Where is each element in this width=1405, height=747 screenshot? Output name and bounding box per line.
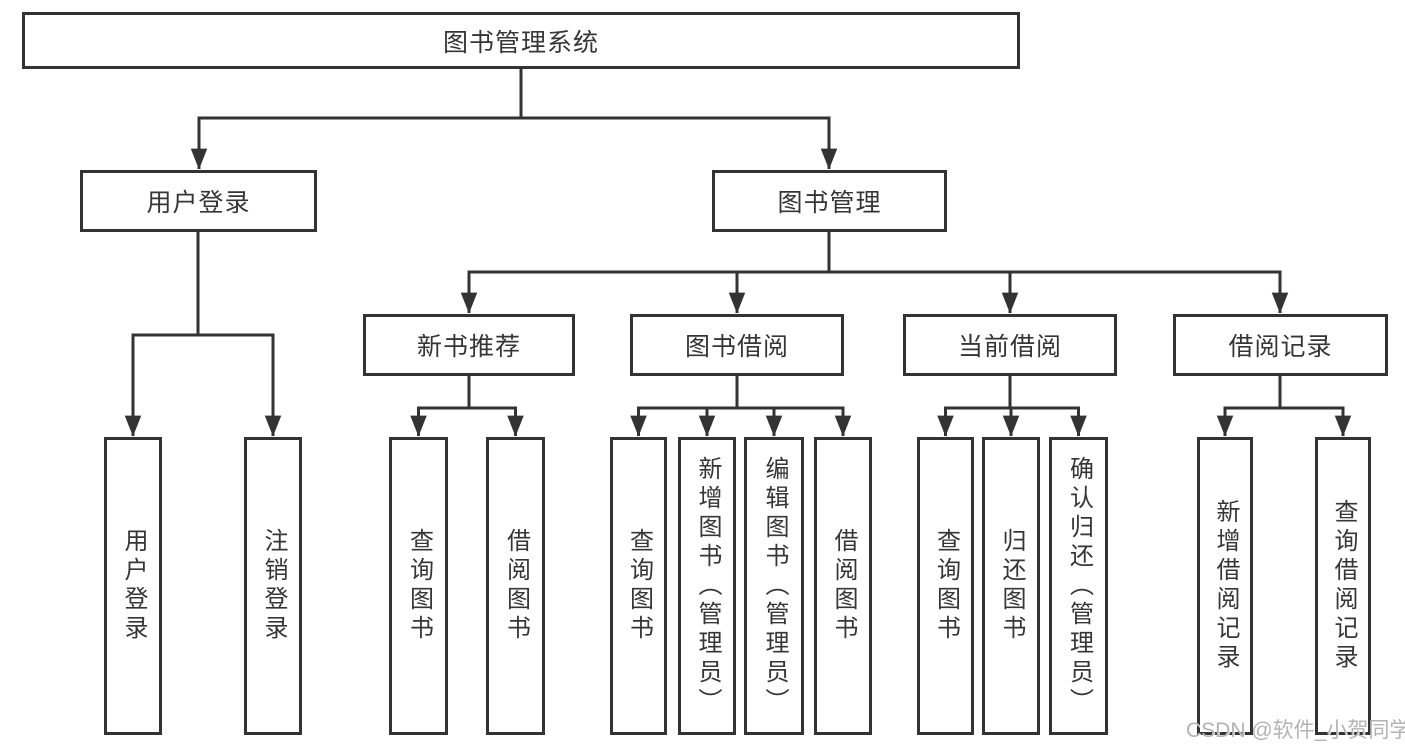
node-new-book-recommend: 新书推荐 xyxy=(363,314,575,376)
leaf-borrow-query-book: 查询图书 xyxy=(610,437,667,735)
leaf-user-login: 用户登录 xyxy=(104,437,162,735)
leaf-recommend-borrow-book: 借阅图书 xyxy=(486,437,545,735)
node-current-borrow: 当前借阅 xyxy=(903,314,1117,376)
node-borrow-record: 借阅记录 xyxy=(1173,314,1388,376)
leaf-current-query-book: 查询图书 xyxy=(917,437,974,735)
csdn-watermark: CSDN @软件_小贺同学 xyxy=(1186,719,1405,742)
node-user-login: 用户登录 xyxy=(80,170,317,232)
leaf-logout: 注销登录 xyxy=(244,437,302,735)
node-root: 图书管理系统 xyxy=(22,12,1020,69)
node-book-management: 图书管理 xyxy=(712,170,947,232)
node-book-borrow: 图书借阅 xyxy=(630,314,844,376)
leaf-confirm-return-admin: 确认归还（管理员） xyxy=(1049,437,1108,735)
leaf-recommend-query-book: 查询图书 xyxy=(389,437,448,735)
leaf-edit-book-admin: 编辑图书（管理员） xyxy=(744,437,804,735)
leaf-add-book-admin: 新增图书（管理员） xyxy=(678,437,736,735)
leaf-query-borrow-record: 查询借阅记录 xyxy=(1315,437,1371,735)
leaf-borrow-book: 借阅图书 xyxy=(814,437,872,735)
leaf-add-borrow-record: 新增借阅记录 xyxy=(1197,437,1253,735)
leaf-return-book: 归还图书 xyxy=(982,437,1040,735)
